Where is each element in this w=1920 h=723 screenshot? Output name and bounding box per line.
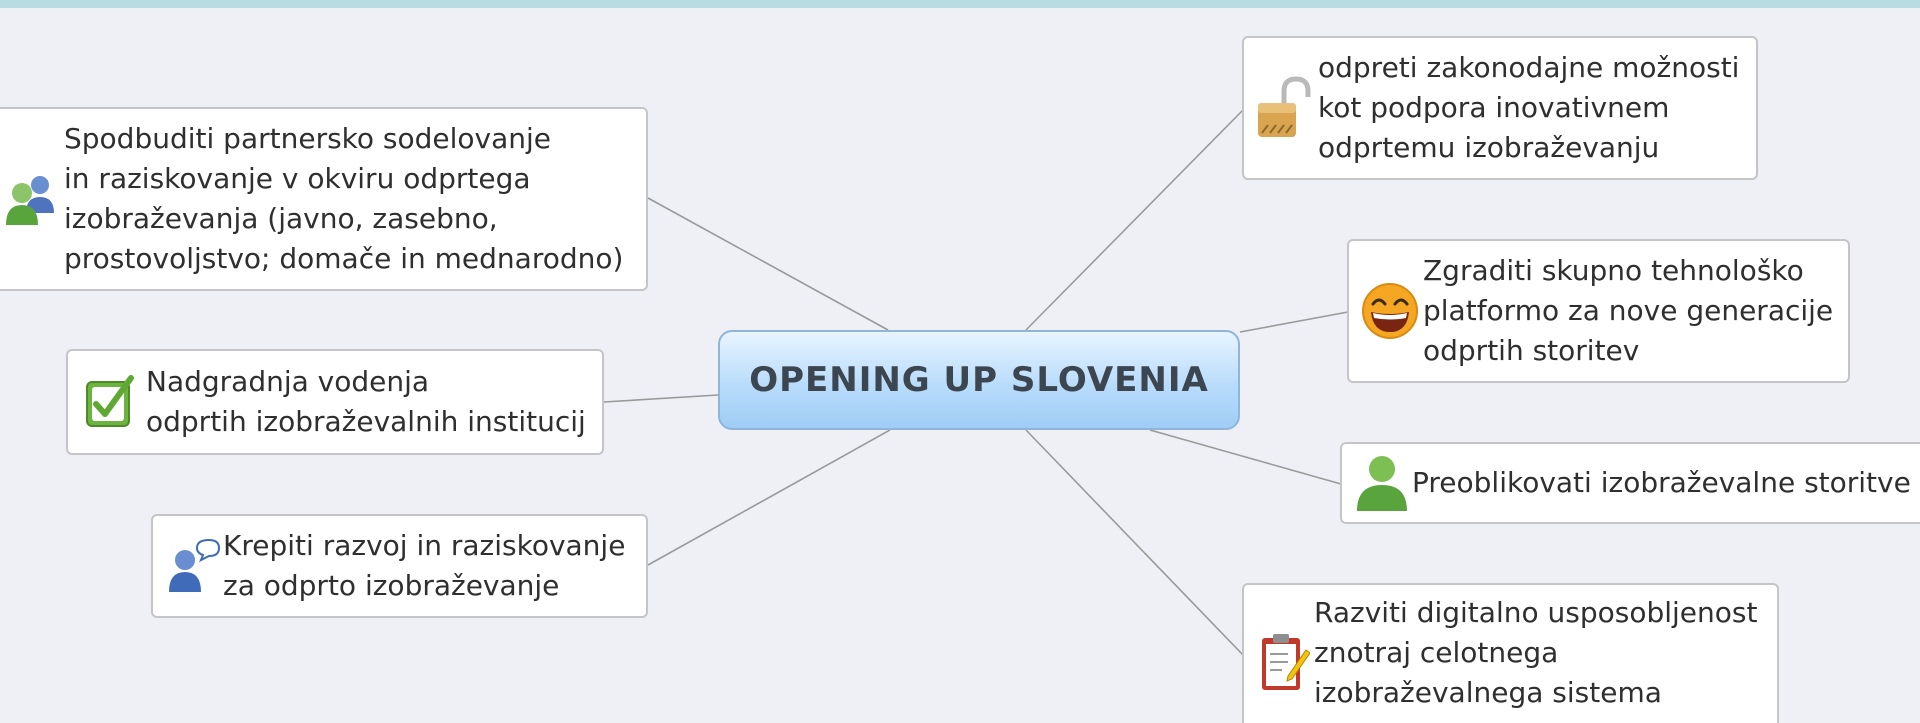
connector-platform	[1239, 311, 1349, 333]
clipboard-pencil-icon	[1256, 631, 1312, 695]
connector-leadership	[603, 394, 719, 403]
topic-digital-label: Razviti digitalno usposobljenost znotraj…	[1314, 596, 1758, 709]
connector-services	[1149, 429, 1342, 485]
topic-legislation[interactable]: odpreti zakonodajne možnosti kot podpora…	[1242, 36, 1758, 180]
person-icon	[1352, 452, 1412, 514]
topic-services-label: Preoblikovati izobraževalne storitve	[1412, 466, 1911, 499]
topic-platform[interactable]: Zgraditi skupno tehnološko platformo za …	[1347, 239, 1850, 383]
central-topic-label: OPENING UP SLOVENIA	[749, 360, 1209, 400]
people-group-icon	[0, 169, 60, 229]
topic-legislation-label: odpreti zakonodajne možnosti kot podpora…	[1318, 51, 1740, 164]
person-speech-icon	[165, 536, 221, 596]
central-topic[interactable]: OPENING UP SLOVENIA	[718, 330, 1240, 430]
topic-services[interactable]: Preoblikovati izobraževalne storitve	[1340, 442, 1920, 524]
topic-leadership-label: Nadgradnja vodenja odprtih izobraževalni…	[146, 365, 586, 438]
topic-leadership[interactable]: Nadgradnja vodenja odprtih izobraževalni…	[66, 349, 604, 455]
connector-partnership	[647, 197, 889, 331]
topic-partnership[interactable]: Spodbuditi partnersko sodelovanje in raz…	[0, 107, 648, 291]
topic-research-label: Krepiti razvoj in raziskovanje za odprto…	[223, 529, 626, 602]
topic-platform-label: Zgraditi skupno tehnološko platformo za …	[1423, 254, 1834, 367]
connector-research	[647, 429, 891, 566]
top-strip	[0, 0, 1920, 8]
connector-digital	[1025, 429, 1244, 656]
topic-partnership-label: Spodbuditi partnersko sodelovanje in raz…	[64, 122, 624, 275]
topic-digital[interactable]: Razviti digitalno usposobljenost znotraj…	[1242, 583, 1779, 723]
unlocked-padlock-icon	[1252, 73, 1316, 143]
laughing-smiley-icon	[1361, 281, 1419, 341]
connector-legislation	[1025, 109, 1244, 331]
topic-research[interactable]: Krepiti razvoj in raziskovanje za odprto…	[151, 514, 648, 618]
checkbox-icon	[82, 372, 138, 432]
